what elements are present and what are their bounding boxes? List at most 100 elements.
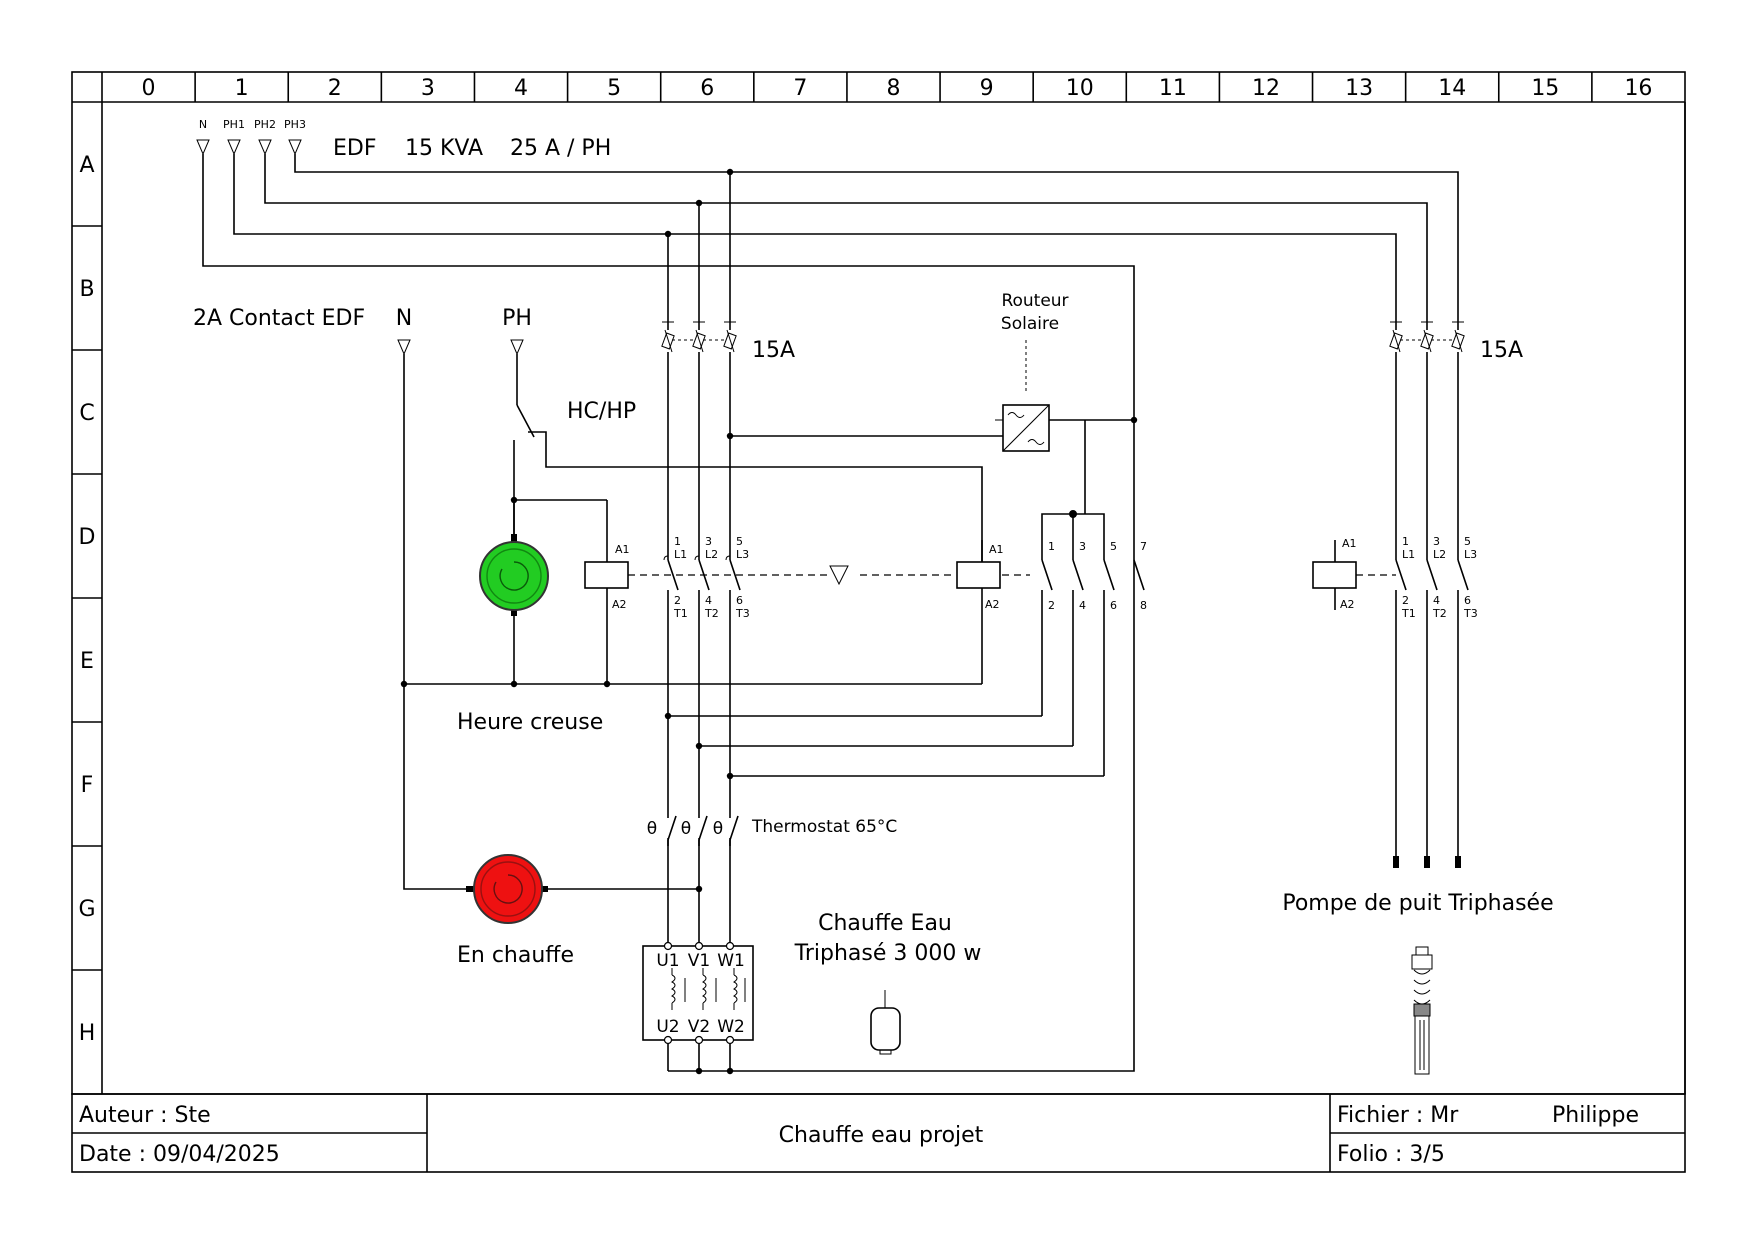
heater-u1: U1 xyxy=(656,951,679,971)
terminal-n-label: N xyxy=(199,118,207,131)
edf-label: EDF xyxy=(333,136,377,161)
c3-bot-4: 4 xyxy=(1433,594,1440,607)
breaker-left: 15A xyxy=(661,321,795,560)
column-header-15: 15 xyxy=(1531,76,1559,101)
thermostat: θ θ θ Thermostat 65°C xyxy=(647,810,897,949)
column-header-10: 10 xyxy=(1066,76,1094,101)
row-header-H: H xyxy=(79,1021,96,1046)
row-header-B: B xyxy=(79,277,94,302)
heater-label-line1: Chauffe Eau xyxy=(818,911,952,936)
thermostat-symbol-1: θ xyxy=(647,819,657,839)
c2-bot-8: 8 xyxy=(1140,599,1147,612)
c3-top-1: 1 xyxy=(1402,535,1409,548)
command-ph-terminal-icon xyxy=(510,339,524,356)
green-lamp-label: Heure creuse xyxy=(457,710,603,735)
current-label: 25 A / PH xyxy=(510,136,611,161)
command-n-terminal-icon xyxy=(397,339,411,356)
c3-top-5: 5 xyxy=(1464,535,1471,548)
file-text: Fichier : Mr xyxy=(1337,1103,1459,1128)
c1-top-1: 1 xyxy=(674,535,681,548)
thermostat-symbol-3: θ xyxy=(713,819,723,839)
terminal-n-icon xyxy=(196,139,210,156)
interlock-link xyxy=(628,565,1030,586)
row-header-D: D xyxy=(79,525,96,550)
c1-bot-t2: T2 xyxy=(704,607,719,620)
c1-top-l3: L3 xyxy=(736,548,749,561)
command-ph-label: PH xyxy=(502,306,532,331)
column-header-9: 9 xyxy=(980,76,994,101)
column-header-5: 5 xyxy=(607,76,621,101)
c3-bot-6: 6 xyxy=(1464,594,1471,607)
router-label-line1: Routeur xyxy=(1001,291,1068,311)
terminal-ph1-label: PH1 xyxy=(223,118,245,131)
contactor-2-a2: A2 xyxy=(985,598,1000,611)
green-lamp xyxy=(479,534,549,616)
heater-label-line2: Triphasé 3 000 w xyxy=(794,941,982,966)
contactor-2-coil xyxy=(956,561,1001,589)
column-header-1: 1 xyxy=(235,76,249,101)
date-text: Date : 09/04/2025 xyxy=(79,1142,280,1167)
column-header-0: 0 xyxy=(142,76,156,101)
heater-v1: V1 xyxy=(688,951,710,971)
c1-top-3: 3 xyxy=(705,535,712,548)
column-header-14: 14 xyxy=(1438,76,1466,101)
heater-v2: V2 xyxy=(688,1017,710,1037)
contactor-2-a1: A1 xyxy=(989,543,1004,556)
contactor-3-a1: A1 xyxy=(1342,537,1357,550)
column-header-4: 4 xyxy=(514,76,528,101)
column-header-12: 12 xyxy=(1252,76,1280,101)
c3-top-l2: L2 xyxy=(1433,548,1446,561)
contactor-3-a2: A2 xyxy=(1340,598,1355,611)
column-header-8: 8 xyxy=(887,76,901,101)
author-text: Auteur : Ste xyxy=(79,1103,211,1128)
heater-u2: U2 xyxy=(656,1017,679,1037)
command-n-label: N xyxy=(396,306,412,331)
c2-top-3: 3 xyxy=(1079,540,1086,553)
pump-label: Pompe de puit Triphasée xyxy=(1282,891,1553,916)
contactor-1-coil xyxy=(584,561,629,589)
contact-edf-title: 2A Contact EDF xyxy=(193,306,365,331)
c1-bot-t3: T3 xyxy=(735,607,750,620)
column-header-2: 2 xyxy=(328,76,342,101)
c1-top-5: 5 xyxy=(736,535,743,548)
red-lamp-label: En chauffe xyxy=(457,943,574,968)
supply-terminals: N PH1 PH2 PH3 EDF 15 KVA 25 A / PH xyxy=(196,118,611,161)
column-header-11: 11 xyxy=(1159,76,1187,101)
contactor-1-a2: A2 xyxy=(612,598,627,611)
c1-bot-6: 6 xyxy=(736,594,743,607)
c3-top-l1: L1 xyxy=(1402,548,1415,561)
contactor-3: A1 A2 1 L1 3 L2 5 L3 2 T1 4 T2 6 T3 xyxy=(1312,535,1478,868)
c2-top-5: 5 xyxy=(1110,540,1117,553)
thermostat-label: Thermostat 65°C xyxy=(751,817,897,837)
router-icon xyxy=(1002,404,1050,452)
row-header-C: C xyxy=(79,401,94,426)
c3-top-l3: L3 xyxy=(1464,548,1477,561)
red-lamp xyxy=(466,854,699,924)
terminal-ph3-icon xyxy=(288,139,302,156)
column-header-3: 3 xyxy=(421,76,435,101)
contactor-1-a1: A1 xyxy=(615,543,630,556)
breaker-right: 15A xyxy=(1389,321,1523,560)
breaker-right-rating: 15A xyxy=(1480,338,1523,363)
c3-bot-t3: T3 xyxy=(1463,607,1478,620)
c3-bot-t1: T1 xyxy=(1401,607,1416,620)
power-label: 15 KVA xyxy=(405,136,483,161)
well-pump-icon xyxy=(1411,946,1433,1075)
c3-bot-2: 2 xyxy=(1402,594,1409,607)
row-header-A: A xyxy=(79,153,94,178)
water-heater: U1 V1 W1 U2 V2 W2 Chauffe Eau Triphasé 3… xyxy=(642,911,982,1075)
red-lamp-icon xyxy=(473,854,543,924)
c1-bot-t1: T1 xyxy=(673,607,688,620)
row-header-G: G xyxy=(78,897,95,922)
title-block: Auteur : Ste Date : 09/04/2025 Chauffe e… xyxy=(71,1093,1686,1173)
terminal-ph2-icon xyxy=(258,139,272,156)
contactor-3-coil xyxy=(1312,561,1357,589)
terminal-ph3-label: PH3 xyxy=(284,118,306,131)
c1-top-l2: L2 xyxy=(705,548,718,561)
heater-w1: W1 xyxy=(717,951,745,971)
column-header-13: 13 xyxy=(1345,76,1373,101)
c3-top-3: 3 xyxy=(1433,535,1440,548)
